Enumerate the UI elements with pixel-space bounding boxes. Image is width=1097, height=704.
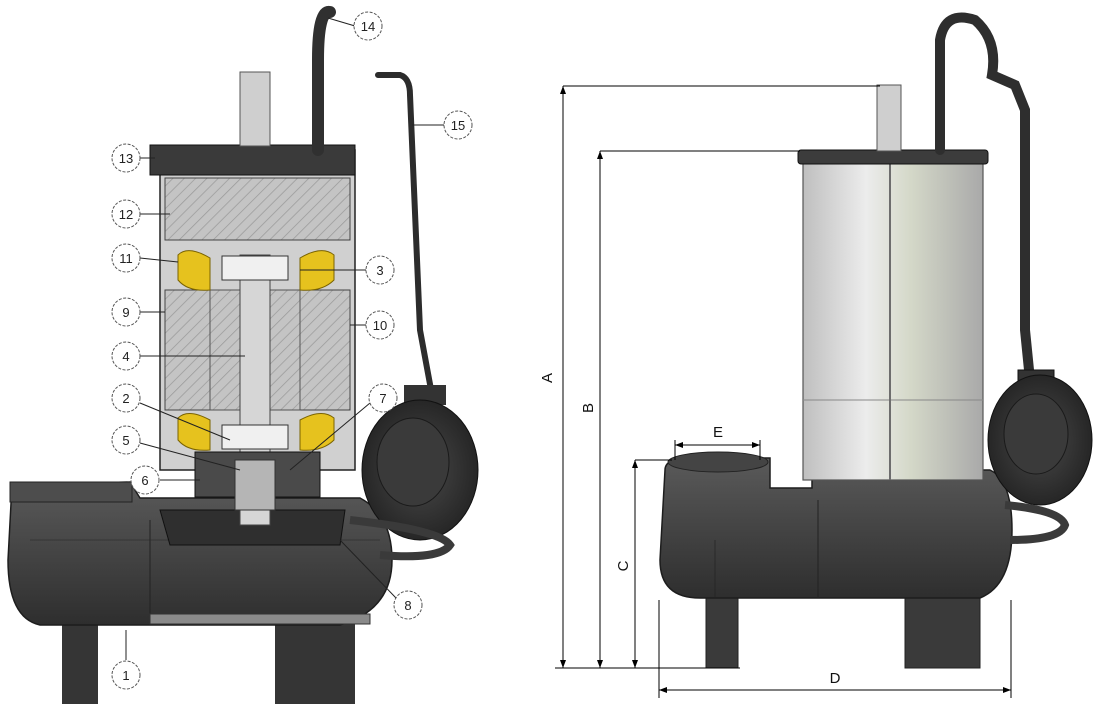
dimension-lines bbox=[555, 85, 1012, 698]
callout-label-1: 1 bbox=[122, 668, 129, 683]
callout-leader-5 bbox=[139, 442, 241, 471]
callout-label-8: 8 bbox=[404, 598, 411, 613]
callout-circle-6 bbox=[130, 465, 160, 495]
winding-bottom-left bbox=[177, 413, 211, 451]
cable-coil bbox=[349, 516, 455, 561]
upper-bearing bbox=[221, 255, 289, 281]
float-cable bbox=[375, 72, 435, 398]
callout-leader-8 bbox=[339, 539, 397, 599]
callout-label-4: 4 bbox=[122, 349, 129, 364]
callout-label-12: 12 bbox=[119, 207, 133, 222]
winding-top-right bbox=[299, 250, 335, 291]
callout-leader-7 bbox=[289, 402, 371, 471]
base-plate bbox=[149, 613, 371, 625]
callout-circle-4 bbox=[111, 341, 141, 371]
callout-circle-3 bbox=[365, 255, 395, 285]
callout-label-10: 10 bbox=[373, 318, 387, 333]
impeller bbox=[159, 509, 346, 546]
callout-circle-15 bbox=[443, 110, 473, 140]
callout-circle-12 bbox=[111, 199, 141, 229]
motor-top-cap bbox=[797, 149, 989, 165]
stator-left bbox=[164, 289, 211, 411]
mechanical-seal bbox=[234, 459, 276, 511]
callout-label-6: 6 bbox=[141, 473, 148, 488]
stainless-motor-casing bbox=[802, 159, 984, 481]
dimension-label-E: E bbox=[713, 424, 723, 441]
callout-leader-14 bbox=[327, 17, 356, 27]
callout-label-13: 13 bbox=[119, 151, 133, 166]
lower-bearing bbox=[221, 424, 289, 450]
volute-body bbox=[7, 481, 393, 626]
dimension-label-D: D bbox=[830, 670, 841, 687]
winding-top-left bbox=[177, 250, 211, 291]
callout-circle-1 bbox=[111, 660, 141, 690]
callout-label-2: 2 bbox=[122, 391, 129, 406]
callout-circle-8 bbox=[393, 590, 423, 620]
motor-cap bbox=[149, 144, 356, 176]
capacitor-block bbox=[164, 177, 351, 241]
callout-circle-7 bbox=[368, 383, 398, 413]
dimension-arrows bbox=[560, 86, 1011, 693]
front-leg-left bbox=[705, 589, 739, 669]
callout-label-9: 9 bbox=[122, 305, 129, 320]
callout-circle-5 bbox=[111, 425, 141, 455]
dimension-view: A B C D E bbox=[539, 12, 1093, 698]
dimension-label-A: A bbox=[539, 373, 556, 383]
callout-label-14: 14 bbox=[361, 19, 375, 34]
lifting-handle bbox=[239, 71, 271, 147]
discharge-flange bbox=[9, 481, 133, 503]
supply-cable bbox=[935, 12, 1035, 385]
dimension-labels: A B C D E bbox=[539, 373, 841, 687]
callout-circle-14 bbox=[353, 11, 383, 41]
power-cable bbox=[312, 6, 336, 156]
stator-right bbox=[299, 289, 351, 411]
top-handle bbox=[876, 84, 902, 152]
winding-bottom-right bbox=[299, 413, 335, 451]
callout-leader-11 bbox=[139, 257, 179, 263]
dimension-label-B: B bbox=[580, 403, 597, 413]
callout-label-11: 11 bbox=[119, 251, 133, 266]
callout-circle-9 bbox=[111, 297, 141, 327]
callout-label-3: 3 bbox=[376, 263, 383, 278]
callout-leader-2 bbox=[139, 402, 231, 441]
discharge-outlet bbox=[667, 451, 769, 473]
callout-label-7: 7 bbox=[379, 391, 386, 406]
dimension-label-C: C bbox=[615, 560, 632, 571]
callout-circle-2 bbox=[111, 383, 141, 413]
callout-label-15: 15 bbox=[451, 118, 465, 133]
callout-label-5: 5 bbox=[122, 433, 129, 448]
callout-circle-13 bbox=[111, 143, 141, 173]
callout-circle-11 bbox=[111, 243, 141, 273]
callout-circle-10 bbox=[365, 310, 395, 340]
